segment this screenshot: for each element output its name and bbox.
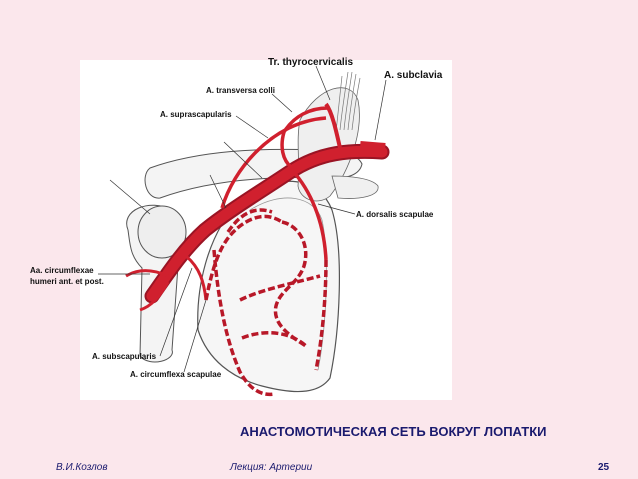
label-tr-thyrocervicalis: Tr. thyrocervicalis (268, 57, 354, 68)
footer-author: В.И.Козлов (56, 462, 108, 473)
footer-lecture: Лекция: Артерии (230, 462, 313, 473)
circumflex-humeral-arteries (125, 269, 170, 312)
label-a-subscapularis: A. subscapularis (92, 352, 157, 361)
subclavian-artery (359, 141, 386, 157)
leader-lines (98, 65, 387, 373)
label-aa-circumflexae-line2: humeri ant. et post. (30, 277, 104, 286)
label-aa-circumflexae-line1: Aa. circumflexae (30, 266, 94, 275)
label-a-circumflexa-scapulae: A. circumflexa scapulae (130, 370, 222, 379)
suprascapular-artery (220, 116, 327, 209)
slide-title: АНАСТОМОТИЧЕСКАЯ СЕТЬ ВОКРУГ ЛОПАТКИ (240, 424, 547, 439)
label-a-dorsalis-scapulae: A. dorsalis scapulae (356, 210, 434, 219)
label-a-transversa-colli: A. transversa colli (206, 86, 275, 95)
anastomotic-network (204, 208, 328, 397)
rib-bone-lower (331, 175, 379, 199)
page-number: 25 (598, 462, 610, 473)
main-artery (144, 143, 390, 304)
dorsal-scapular-artery (290, 168, 328, 261)
label-a-suprascapularis: A. suprascapularis (160, 110, 232, 119)
label-a-subclavia: A. subclavia (384, 70, 443, 81)
humerus-head (137, 205, 187, 259)
